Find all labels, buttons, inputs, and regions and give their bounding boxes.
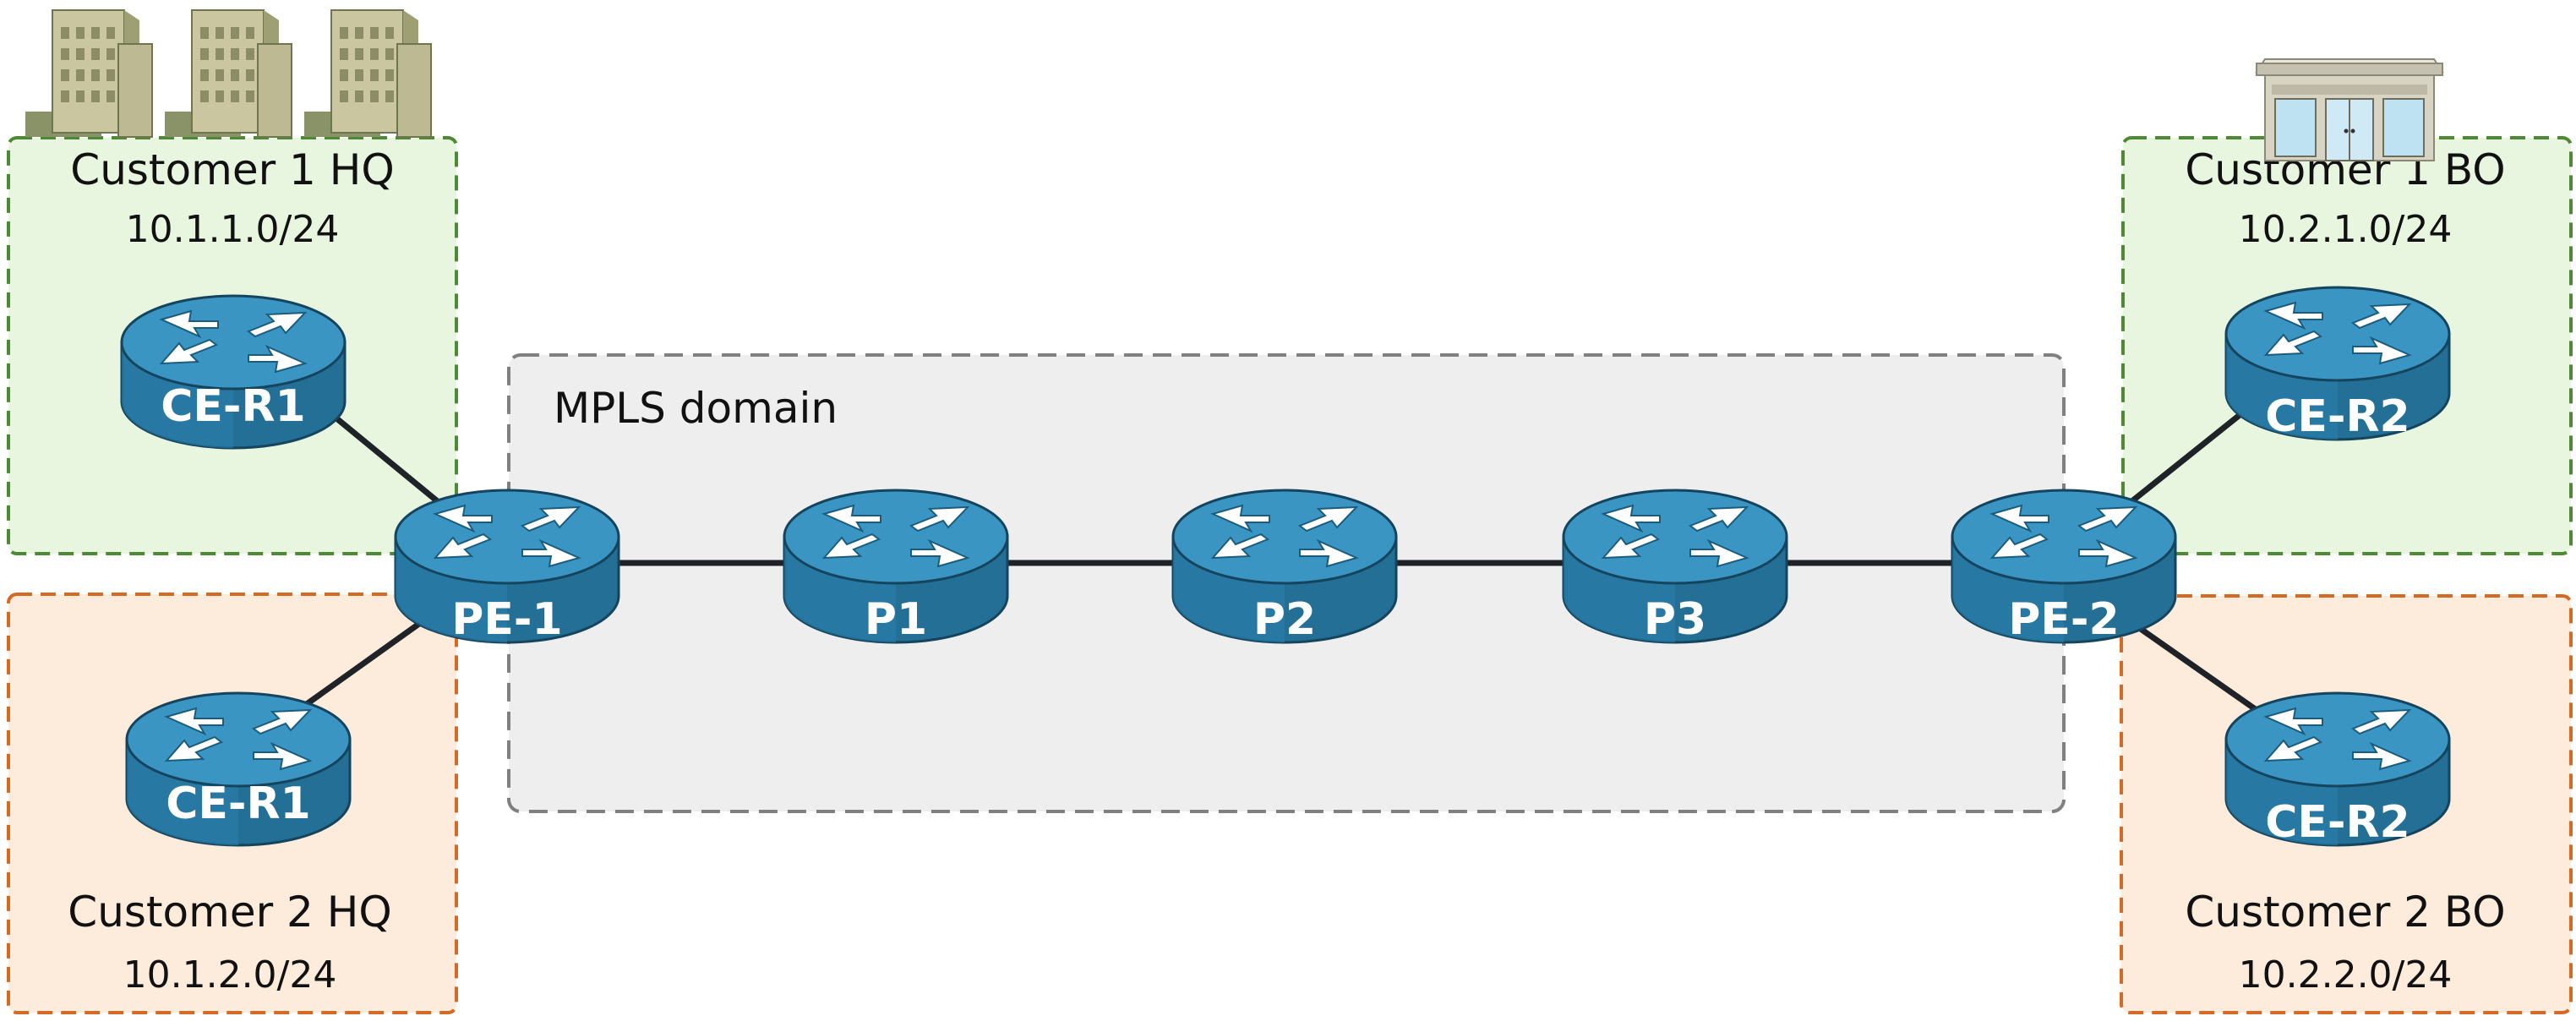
storefront-icon — [2255, 58, 2444, 161]
router-pe1: PE-1 — [394, 489, 620, 645]
router-p1: P1 — [783, 489, 1009, 645]
svg-text:CE-R1: CE-R1 — [161, 381, 306, 432]
router-p3: P3 — [1562, 489, 1788, 645]
svg-text:CE-R2: CE-R2 — [2265, 391, 2410, 442]
site-title-c2-hq: Customer 2 HQ — [68, 888, 391, 937]
svg-text:CE-R1: CE-R1 — [166, 778, 311, 829]
router-ce-r1-c1: CE-R1 — [120, 294, 347, 450]
site-subnet-c2-hq: 10.1.2.0/24 — [123, 953, 337, 997]
svg-text:P2: P2 — [1253, 594, 1316, 645]
svg-text:P3: P3 — [1644, 594, 1706, 645]
site-subnet-c2-bo: 10.2.2.0/24 — [2239, 953, 2453, 997]
mpls-domain-label: MPLS domain — [554, 384, 838, 433]
site-title-c1-hq: Customer 1 HQ — [70, 145, 394, 194]
site-subnet-c1-bo: 10.2.1.0/24 — [2239, 208, 2453, 251]
router-ce-r1-c2: CE-R1 — [125, 691, 352, 847]
link-ce-r1-c1-pe1 — [319, 403, 442, 505]
router-ce-r2-c1: CE-R2 — [2224, 286, 2451, 442]
site-title-c2-bo: Customer 2 BO — [2185, 888, 2505, 937]
router-ce-r2-c2: CE-R2 — [2224, 691, 2451, 848]
svg-text:P1: P1 — [865, 594, 927, 645]
svg-text:CE-R2: CE-R2 — [2265, 797, 2410, 848]
site-subnet-c1-hq: 10.1.1.0/24 — [126, 208, 340, 251]
link-pe2-ce-r2-c2 — [2127, 619, 2259, 713]
office-buildings-icon — [25, 9, 432, 138]
svg-text:PE-2: PE-2 — [2008, 594, 2119, 645]
link-pe2-ce-r2-c1 — [2127, 399, 2259, 505]
router-pe2: PE-2 — [1951, 489, 2177, 645]
router-p2: P2 — [1171, 489, 1398, 645]
link-ce-r1-c2-pe1 — [302, 619, 425, 708]
svg-text:PE-1: PE-1 — [451, 594, 562, 645]
